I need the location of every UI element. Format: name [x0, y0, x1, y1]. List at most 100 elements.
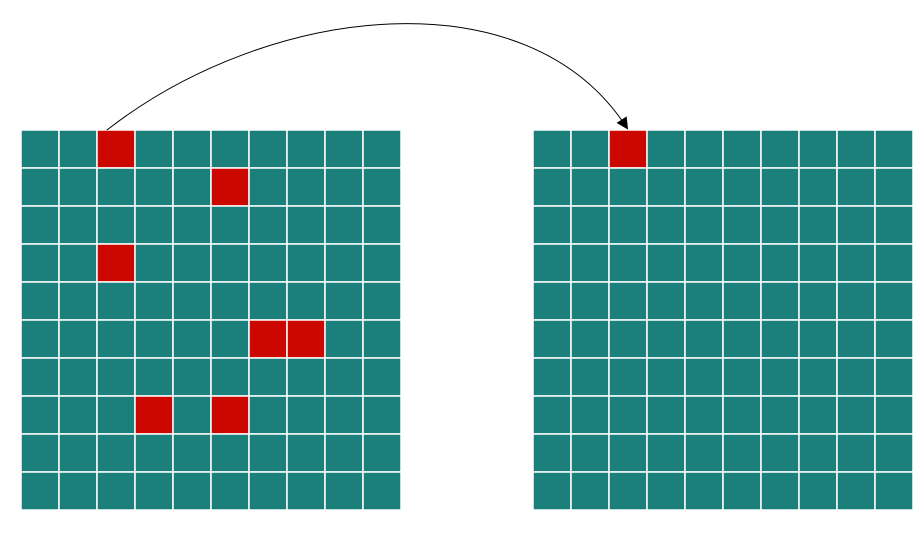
- grid-cell: [324, 395, 364, 435]
- grid-cell: [172, 167, 212, 207]
- grid-cell: [20, 281, 60, 321]
- grid-cell: [836, 205, 876, 245]
- grid-cell: [684, 357, 724, 397]
- grid-cell: [134, 281, 174, 321]
- grid-cell: [798, 129, 838, 169]
- grid-cell: [570, 205, 610, 245]
- grid-cell: [608, 433, 648, 473]
- grid-cell: [248, 281, 288, 321]
- highlighted-cell: [608, 129, 648, 169]
- grid-cell: [20, 357, 60, 397]
- grid-cell: [836, 433, 876, 473]
- grid-cell: [172, 357, 212, 397]
- grid-cell: [324, 433, 364, 473]
- grid-cell: [362, 167, 402, 207]
- grid-cell: [58, 471, 98, 511]
- grid-cell: [58, 319, 98, 359]
- grid-cell: [362, 395, 402, 435]
- grid-cell: [836, 395, 876, 435]
- grid-cell: [20, 433, 60, 473]
- grid-cell: [760, 433, 800, 473]
- grid-cell: [646, 357, 686, 397]
- grid-cell: [96, 319, 136, 359]
- grid-cell: [172, 395, 212, 435]
- highlighted-cell: [286, 319, 326, 359]
- grid-cell: [874, 471, 914, 511]
- transfer-arrow: [106, 23, 629, 131]
- grid-cell: [836, 243, 876, 283]
- grid-cell: [286, 471, 326, 511]
- grid-cell: [722, 471, 762, 511]
- grid-cell: [532, 433, 572, 473]
- grid-cell: [798, 433, 838, 473]
- grid-cell: [798, 205, 838, 245]
- grid-cell: [532, 167, 572, 207]
- grid-cell: [646, 433, 686, 473]
- grid-cell: [874, 395, 914, 435]
- grid-cell: [96, 167, 136, 207]
- grid-cell: [362, 471, 402, 511]
- highlighted-cell: [248, 319, 288, 359]
- grid-cell: [532, 319, 572, 359]
- grid-cell: [684, 395, 724, 435]
- grid-cell: [722, 167, 762, 207]
- grid-cell: [684, 319, 724, 359]
- highlighted-cell: [210, 395, 250, 435]
- grid-cell: [20, 395, 60, 435]
- grid-cell: [58, 205, 98, 245]
- grid-cell: [96, 281, 136, 321]
- grid-cell: [646, 471, 686, 511]
- grid-cell: [760, 205, 800, 245]
- grid-cell: [570, 433, 610, 473]
- grid-cell: [722, 281, 762, 321]
- grid-cell: [722, 205, 762, 245]
- grid-cell: [722, 433, 762, 473]
- grid-cell: [96, 357, 136, 397]
- highlighted-cell: [210, 167, 250, 207]
- grid-cell: [210, 357, 250, 397]
- grid-cell: [570, 281, 610, 321]
- grid-cell: [172, 471, 212, 511]
- grid-cell: [608, 205, 648, 245]
- grid-cell: [324, 129, 364, 169]
- grid-cell: [134, 433, 174, 473]
- grid-cell: [684, 167, 724, 207]
- grid-cell: [58, 433, 98, 473]
- grid-cell: [210, 471, 250, 511]
- grid-cell: [20, 205, 60, 245]
- grid-cell: [570, 167, 610, 207]
- grid-cell: [798, 167, 838, 207]
- grid-cell: [324, 357, 364, 397]
- grid-cell: [570, 357, 610, 397]
- grid-cell: [286, 281, 326, 321]
- grid-cell: [324, 319, 364, 359]
- grid-cell: [134, 319, 174, 359]
- grid-cell: [286, 167, 326, 207]
- grid-cell: [172, 319, 212, 359]
- grid-cell: [362, 319, 402, 359]
- grid-cell: [96, 433, 136, 473]
- grid-cell: [722, 243, 762, 283]
- grid-cell: [362, 433, 402, 473]
- grid-cell: [248, 167, 288, 207]
- grid-cell: [760, 357, 800, 397]
- grid-cell: [324, 471, 364, 511]
- grid-cell: [248, 395, 288, 435]
- grid-cell: [722, 357, 762, 397]
- grid-cell: [532, 281, 572, 321]
- grid-cell: [646, 395, 686, 435]
- grid-cell: [286, 205, 326, 245]
- grid-cell: [760, 281, 800, 321]
- grid-cell: [798, 281, 838, 321]
- grid-cell: [248, 243, 288, 283]
- target-grid: [532, 129, 914, 511]
- grid-cell: [570, 471, 610, 511]
- grid-cell: [646, 243, 686, 283]
- grid-cell: [210, 319, 250, 359]
- grid-cell: [570, 395, 610, 435]
- grid-cell: [532, 129, 572, 169]
- grid-cell: [532, 243, 572, 283]
- grid-cell: [134, 471, 174, 511]
